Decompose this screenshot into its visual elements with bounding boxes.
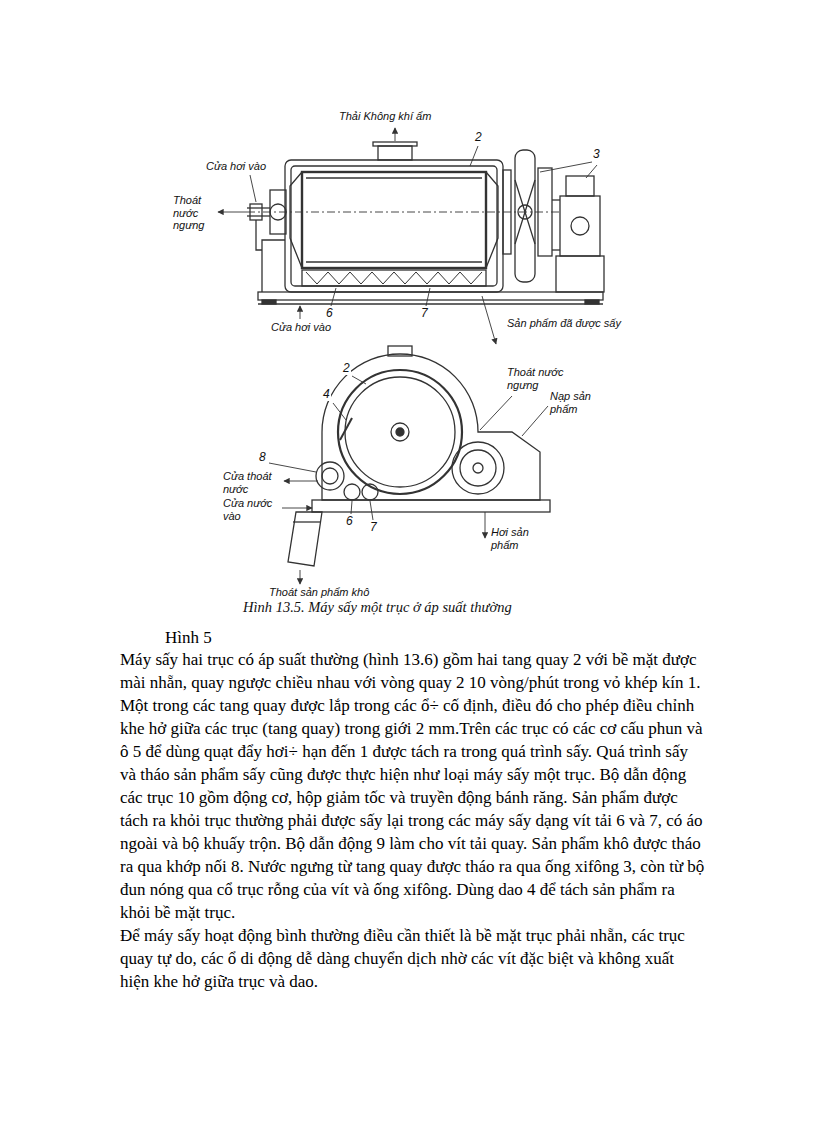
part-label: Thoát nước ngưng xyxy=(506,366,570,391)
pulley xyxy=(515,150,535,282)
floor-line xyxy=(258,303,603,304)
right-flange xyxy=(503,170,511,254)
part-label: Hơi sản phẩm xyxy=(490,526,538,551)
leader-line xyxy=(284,481,318,482)
roller-hub xyxy=(473,463,483,473)
pulley-spoke xyxy=(515,180,535,244)
leader-line xyxy=(482,296,496,344)
roller xyxy=(452,442,504,494)
left-support xyxy=(262,240,285,292)
part-label: Cửa hơi vào xyxy=(205,160,267,173)
pipe-flange xyxy=(293,521,321,522)
pulley-hub xyxy=(518,205,532,219)
hub xyxy=(270,204,286,220)
leader-line xyxy=(269,376,548,584)
part-label: Thoát nước ngưng xyxy=(172,194,216,232)
leader-line xyxy=(540,162,592,172)
screw-helix xyxy=(306,272,482,284)
part-label: Cửa hơi vào xyxy=(270,321,332,334)
part-label: Thải Không khí ẩm xyxy=(338,110,432,123)
gearbox-shaft xyxy=(571,217,589,235)
callout-number: 4 xyxy=(322,388,331,401)
callout-number: 7 xyxy=(420,307,429,320)
leader-line xyxy=(218,212,247,213)
exhaust-pipe xyxy=(378,146,412,160)
drum xyxy=(302,172,486,268)
part-label: Cửa thoát nước xyxy=(222,470,282,495)
steam-valve xyxy=(250,204,262,220)
body-paragraph: Máy sấy hai trục có áp suất thường (hình… xyxy=(120,648,705,924)
gear xyxy=(538,168,552,256)
screw-conveyor xyxy=(362,484,378,500)
leader-line xyxy=(351,501,352,514)
leader-line xyxy=(426,288,430,306)
part-label: Thoát sản phẩm khô xyxy=(268,586,370,599)
exhaust-flange xyxy=(373,142,417,146)
hub-center xyxy=(396,428,404,436)
part-label: Nạp sản phẩm xyxy=(549,390,597,415)
outlet-pipe xyxy=(288,512,322,566)
drum-inner xyxy=(345,377,455,487)
leader-line xyxy=(250,175,256,202)
callout-number: 2 xyxy=(474,131,483,144)
leader-line xyxy=(331,288,336,306)
leader-line xyxy=(522,406,548,436)
trough xyxy=(302,270,486,286)
leader-line xyxy=(218,128,597,344)
steam-pipe xyxy=(247,207,270,208)
callout-number: 6 xyxy=(325,307,334,320)
pulley-spoke xyxy=(515,180,535,244)
foot xyxy=(585,300,599,304)
leader-line xyxy=(395,128,396,141)
leader-line xyxy=(333,403,346,420)
part-label: Sản phẩm đã được sấy xyxy=(506,317,622,330)
screw-conveyor xyxy=(344,484,360,500)
roller-inner xyxy=(460,450,496,486)
base-frame xyxy=(258,292,603,300)
drum-line xyxy=(306,261,482,262)
housing xyxy=(285,160,503,292)
steam-pipe xyxy=(247,215,270,216)
foot xyxy=(262,300,276,304)
belt xyxy=(552,199,560,200)
callout-number: 3 xyxy=(592,148,601,161)
coupling xyxy=(316,462,344,490)
figure-number: Hình 5 xyxy=(165,626,212,649)
leader-line xyxy=(281,508,312,509)
part-label: Cửa nước vào xyxy=(222,497,282,522)
condensate-pipe xyxy=(256,220,262,250)
drum xyxy=(338,370,462,494)
leader-line xyxy=(480,396,512,430)
gearbox-stand xyxy=(556,256,604,292)
body-paragraph: Để máy sấy hoạt động bình thường điều cầ… xyxy=(120,924,705,993)
coupling-inner xyxy=(322,468,338,484)
base-frame xyxy=(312,500,550,512)
gearbox xyxy=(560,196,600,256)
drum-end xyxy=(486,172,498,268)
housing-inner xyxy=(291,166,497,286)
leader-line xyxy=(300,570,301,584)
leader-line xyxy=(485,512,486,538)
motor xyxy=(566,176,594,196)
shaft-axis xyxy=(247,212,560,213)
drum-end xyxy=(290,172,302,268)
leader-line xyxy=(586,165,597,178)
belt xyxy=(552,249,560,250)
leader-line xyxy=(300,306,301,319)
exhaust-pipe xyxy=(388,346,412,356)
callout-number: 7 xyxy=(369,521,378,534)
end-flange xyxy=(270,190,286,234)
callout-number: 8 xyxy=(258,451,267,464)
knife xyxy=(340,418,352,440)
leader-line xyxy=(352,376,366,384)
drum-line xyxy=(306,177,482,178)
leader-line xyxy=(370,501,373,520)
figure-caption: Hình 13.5. Máy sấy một trục ở áp suất th… xyxy=(243,600,512,616)
callout-number: 6 xyxy=(345,515,354,528)
leader-line xyxy=(470,146,478,166)
hub xyxy=(391,423,409,441)
callout-number: 2 xyxy=(342,362,351,375)
dryer-side-view xyxy=(247,142,604,304)
